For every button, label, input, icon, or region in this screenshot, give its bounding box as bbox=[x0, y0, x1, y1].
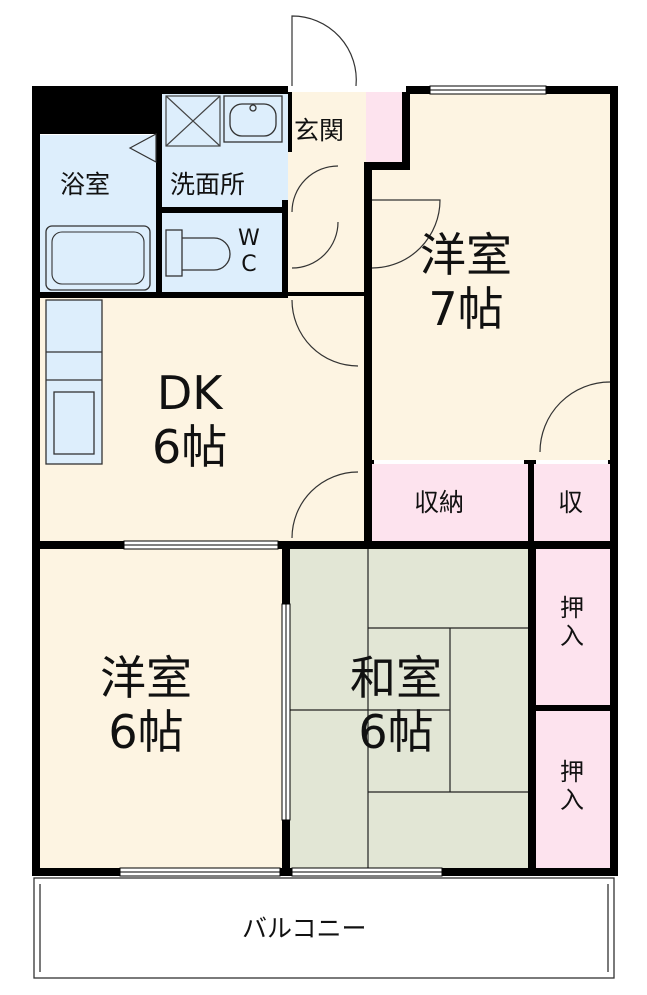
door-swings bbox=[128, 15, 611, 539]
bathtub-icon bbox=[45, 225, 151, 291]
closet-1-line1: 押 bbox=[560, 594, 584, 622]
tatami-area bbox=[288, 545, 530, 869]
closet-1-label: 押 入 bbox=[560, 596, 584, 648]
storage-1-area bbox=[370, 464, 530, 542]
entrance-label: 玄関 bbox=[294, 116, 345, 145]
storage-1-label: 収納 bbox=[414, 488, 465, 517]
japanese-6-size: 6帖 bbox=[358, 705, 434, 759]
closet-2-label: 押 入 bbox=[560, 760, 584, 812]
storage-2-area bbox=[534, 464, 610, 542]
closet-2-line2: 入 bbox=[560, 786, 584, 814]
sink-icon bbox=[223, 95, 283, 143]
wc-area bbox=[162, 213, 288, 293]
storage-2-label: 収 bbox=[558, 488, 584, 517]
wc-label-line2: C bbox=[241, 252, 257, 277]
japanese-6-name: 和室 bbox=[350, 651, 442, 705]
balcony-rail bbox=[33, 877, 615, 979]
dk-size: 6帖 bbox=[152, 420, 228, 474]
western-6-label: 洋室 6帖 bbox=[100, 655, 192, 755]
tatami-mat-lines bbox=[288, 545, 530, 869]
closet-1-area bbox=[536, 545, 610, 707]
wc-label-line1: W bbox=[238, 226, 260, 251]
wc-label: W C bbox=[238, 228, 260, 276]
bath-label: 浴室 bbox=[60, 170, 111, 199]
windows bbox=[119, 85, 608, 877]
western-6-name: 洋室 bbox=[100, 651, 192, 705]
western-7-size: 7帖 bbox=[428, 282, 504, 336]
closet-2-area bbox=[536, 711, 610, 869]
western-7-label: 洋室 7帖 bbox=[420, 232, 512, 332]
closet-2-line1: 押 bbox=[560, 758, 584, 786]
western-6-size: 6帖 bbox=[108, 705, 184, 759]
shoebox-area bbox=[366, 92, 406, 162]
washing-machine-pan-icon bbox=[165, 95, 221, 147]
toilet-icon bbox=[165, 229, 231, 277]
balcony-label: バルコニー bbox=[242, 914, 367, 943]
entrance-area bbox=[288, 92, 370, 297]
western-7-name: 洋室 bbox=[420, 228, 512, 282]
kitchen-counter-icon bbox=[45, 299, 103, 465]
dk-label: DK 6帖 bbox=[152, 370, 227, 470]
washroom-label: 洗面所 bbox=[170, 170, 246, 199]
closet-1-line2: 入 bbox=[560, 622, 584, 650]
japanese-6-label: 和室 6帖 bbox=[350, 655, 442, 755]
western-6-area bbox=[38, 545, 284, 869]
dk-name: DK bbox=[156, 366, 223, 420]
